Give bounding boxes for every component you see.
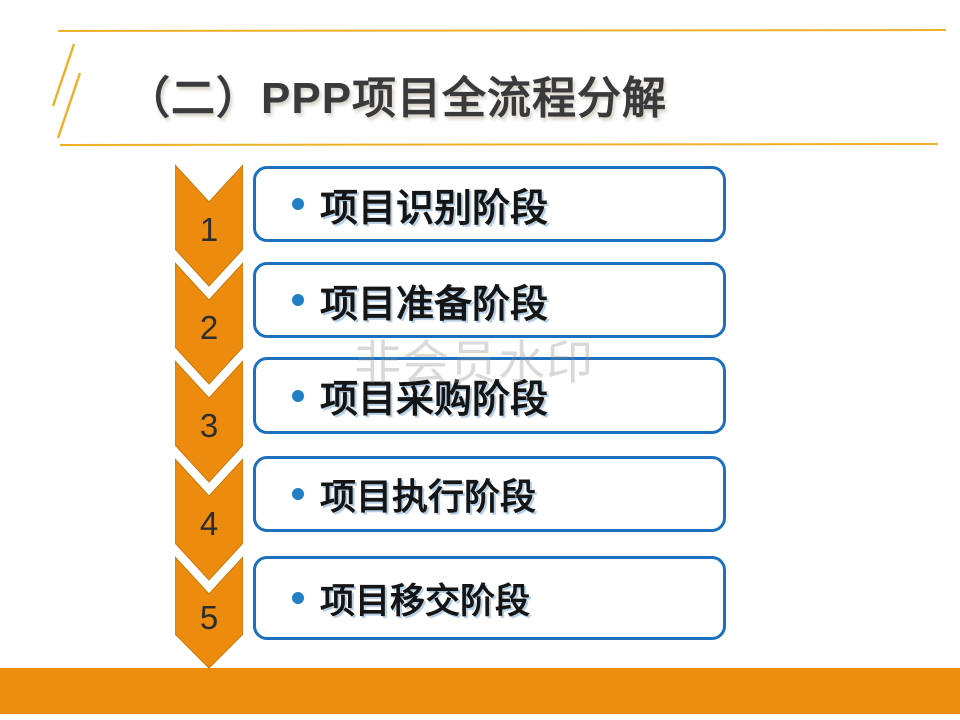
page-title: （二）PPP项目全流程分解 xyxy=(126,74,668,123)
stage-box-3: 项目采购阶段 xyxy=(253,357,726,434)
chevron-step-4-icon xyxy=(175,458,243,581)
gold-slash-1 xyxy=(51,43,76,107)
chevron-step-2-icon xyxy=(175,262,243,385)
stage-label-3: 项目采购阶段 xyxy=(320,379,549,421)
stage-label-4: 项目执行阶段 xyxy=(320,476,537,517)
stage-box-2: 项目准备阶段 xyxy=(253,262,726,338)
stage-box-5: 项目移交阶段 xyxy=(253,556,726,640)
stage-label-5: 项目移交阶段 xyxy=(320,581,531,621)
gold-line-top xyxy=(57,29,947,32)
stage-label-1: 项目识别阶段 xyxy=(320,187,549,230)
gold-line-bottom xyxy=(59,143,939,146)
bullet-icon xyxy=(292,488,304,500)
step-number-5: 5 xyxy=(200,599,218,636)
stage-label-2: 项目准备阶段 xyxy=(320,283,549,326)
gold-slash-2 xyxy=(56,72,82,139)
bullet-icon xyxy=(292,389,304,402)
chevron-step-5-icon xyxy=(175,556,243,669)
chevron-step-1-icon xyxy=(175,164,243,287)
step-number-1: 1 xyxy=(200,211,218,248)
step-number-4: 4 xyxy=(200,505,218,542)
process-arrow-column: 1 2 3 4 5 xyxy=(175,164,243,669)
bullet-icon xyxy=(292,294,304,306)
chevron-step-3-icon xyxy=(175,360,243,483)
step-number-3: 3 xyxy=(200,407,218,444)
bullet-icon xyxy=(292,198,304,210)
stage-box-4: 项目执行阶段 xyxy=(253,456,726,532)
stage-box-1: 项目识别阶段 xyxy=(253,166,726,242)
bullet-icon xyxy=(292,592,304,604)
step-number-2: 2 xyxy=(200,309,218,346)
bottom-accent-bar xyxy=(0,668,960,714)
